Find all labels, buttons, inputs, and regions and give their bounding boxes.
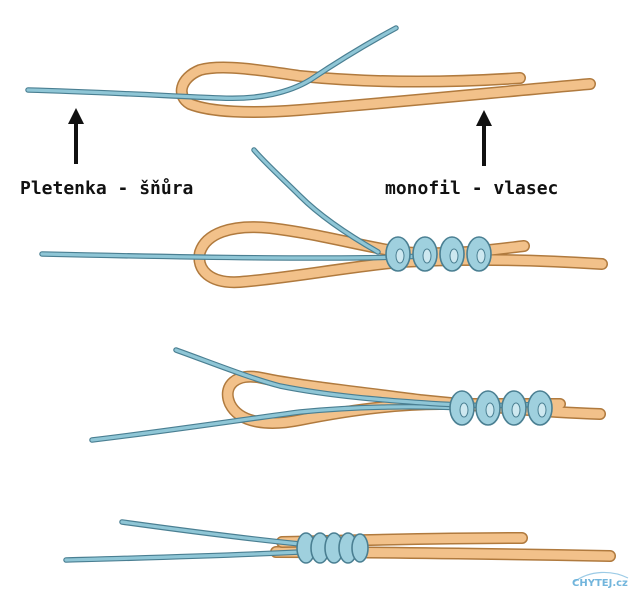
step-4 (63, 519, 616, 564)
step-4-braid-line (63, 519, 303, 563)
step-1-monofil-loop (175, 61, 596, 118)
step-3 (89, 347, 606, 443)
step-3-braid-line (89, 347, 543, 443)
watermark-logo: CHYTEJ.cz (572, 571, 629, 589)
step-2-wraps (385, 236, 492, 272)
step-1-braid-line (25, 25, 399, 102)
watermark-text: CHYTEJ.cz (572, 578, 628, 589)
monofil-label: monofil - vlasec (385, 178, 559, 199)
arrow-up-icon (68, 108, 84, 164)
step-4-wraps (296, 532, 369, 564)
step-1 (25, 25, 596, 118)
step-3-wraps (449, 390, 553, 426)
arrow-up-icon (476, 110, 492, 166)
step-2-braid-line (39, 147, 423, 261)
step-2 (39, 147, 608, 289)
braid-label: Pletenka - šňůra (20, 178, 194, 199)
